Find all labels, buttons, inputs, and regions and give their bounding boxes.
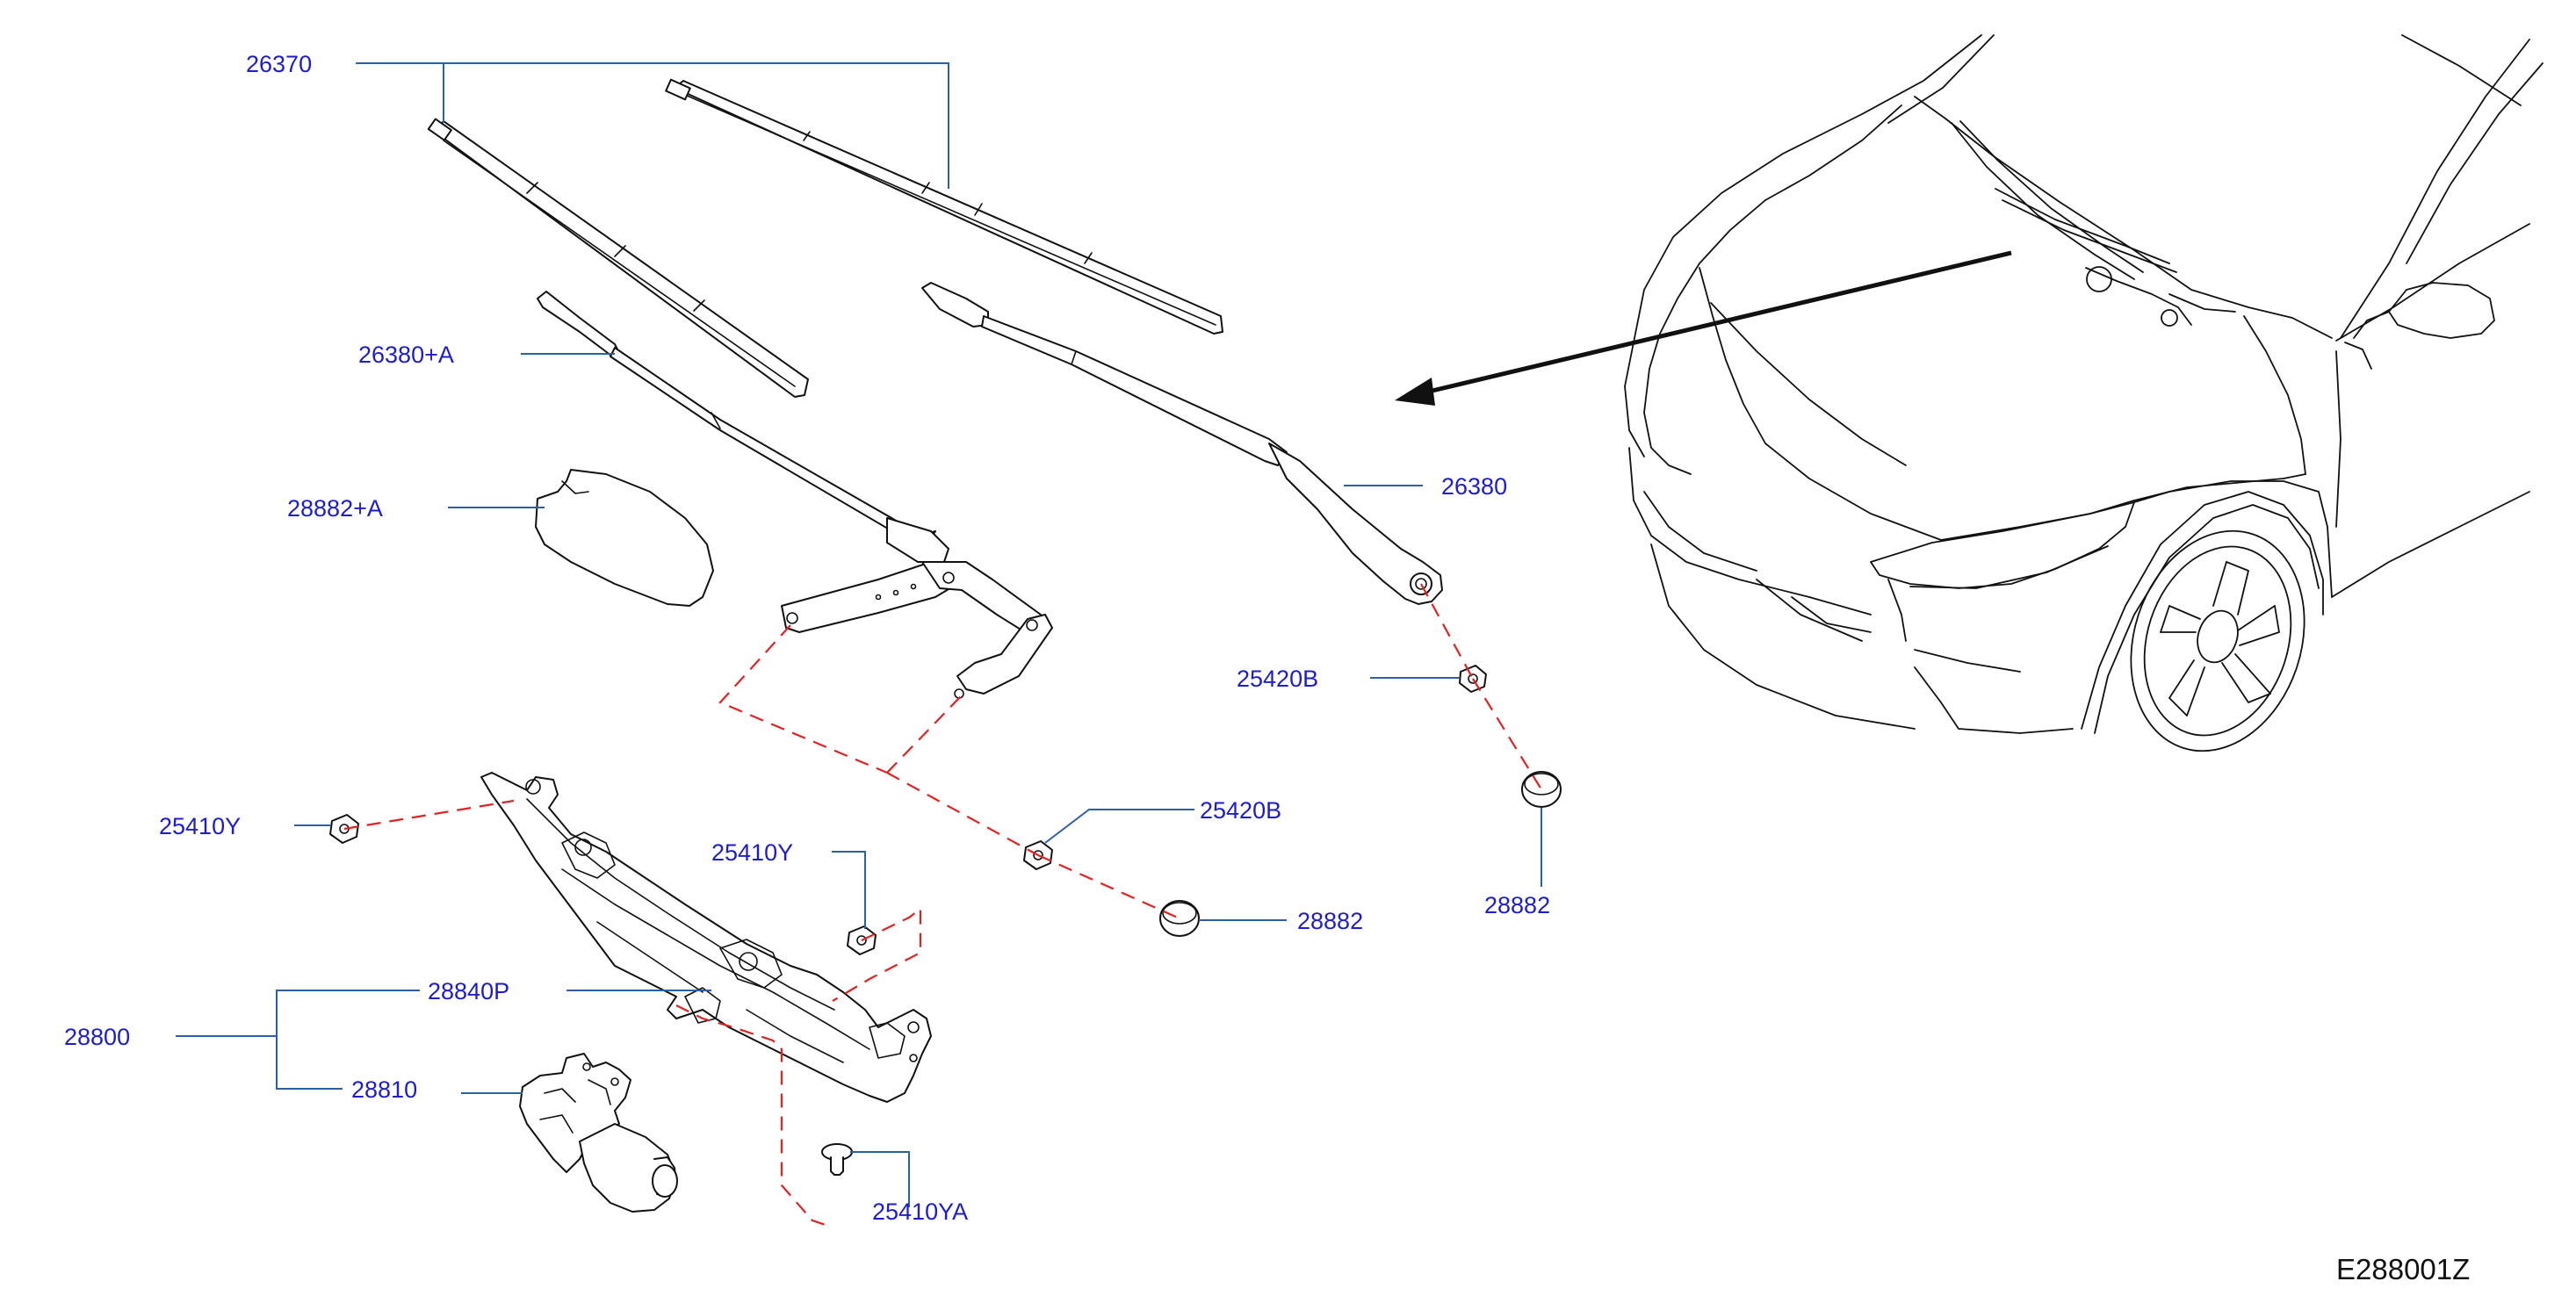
callout-28882-middle: 28882: [1297, 908, 1363, 934]
installation-dashed-lines: [343, 583, 1542, 1227]
callout-25410ya: 25410YA: [872, 1199, 968, 1225]
callout-28840p: 28840P: [428, 978, 509, 1004]
cap-28882-right: [1521, 771, 1562, 808]
callout-28882-plus-a: 28882+A: [287, 495, 383, 522]
wiper-motor: [519, 1053, 678, 1213]
callout-25410y-left: 25410Y: [159, 813, 241, 839]
callout-26370: 26370: [246, 51, 312, 77]
cap-28882-middle: [1159, 900, 1200, 937]
wiper-linkage-assembly: [480, 772, 932, 1103]
wiper-arm-right: [921, 282, 1443, 605]
wiper-blade-left: [427, 118, 809, 398]
diagram-code: E288001Z: [2336, 1253, 2470, 1285]
pointer-arrow-icon: [1395, 250, 2012, 406]
callout-26380: 26380: [1441, 473, 1507, 500]
callout-28800: 28800: [64, 1024, 130, 1050]
callout-28882-right: 28882: [1484, 892, 1550, 918]
car-illustration: [1624, 34, 2544, 752]
callout-25420b-upper: 25420B: [1237, 666, 1318, 692]
pivot-cover-cap: [535, 469, 714, 607]
callout-labels: 26370 26380+A 28882+A 26380 25420B 25410…: [64, 51, 1550, 1225]
leader-lines: [176, 62, 1542, 1207]
callout-28810: 28810: [351, 1076, 417, 1103]
callout-26380-plus-a: 26380+A: [358, 342, 454, 368]
callout-25420b-middle: 25420B: [1200, 797, 1281, 824]
linkage-bracket: [781, 561, 1053, 699]
callout-25410y-middle: 25410Y: [711, 839, 793, 866]
wiper-blade-right: [665, 78, 1223, 335]
bolt-25410ya: [821, 1143, 853, 1176]
